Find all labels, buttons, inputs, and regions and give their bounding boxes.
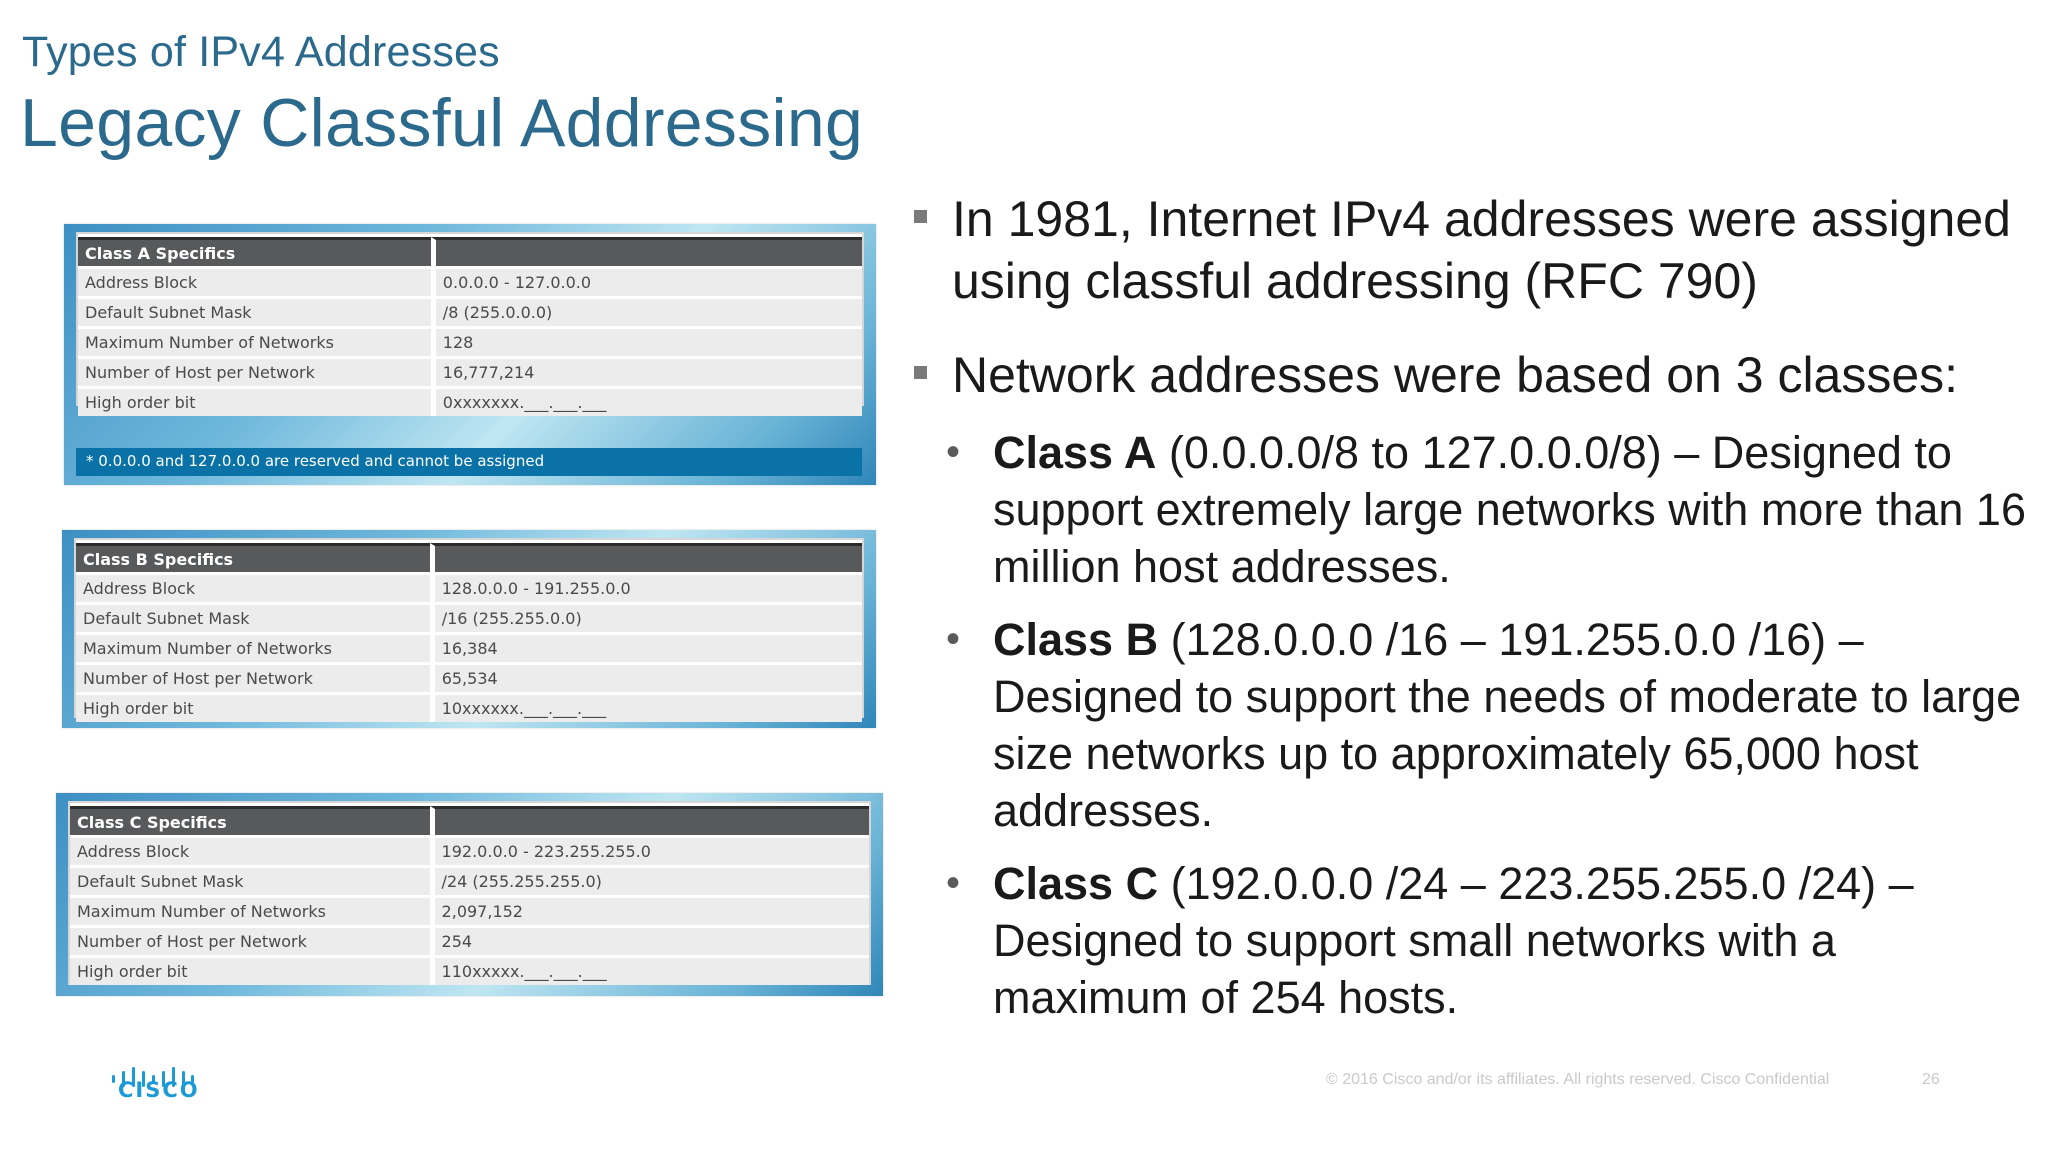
cisco-logo-icon [112, 1067, 194, 1087]
row-label: High order bit [76, 695, 430, 722]
row-value: /24 (255.255.255.0) [429, 868, 869, 895]
class-b-heading: Class B Specifics [76, 543, 430, 572]
row-value: 128.0.0.0 - 191.255.0.0 [429, 575, 862, 602]
row-label: Maximum Number of Networks [76, 635, 430, 662]
class-b-label: Class B [993, 614, 1159, 665]
copyright-footer: © 2016 Cisco and/or its affiliates. All … [1326, 1071, 1830, 1088]
slide-subtitle: Types of IPv4 Addresses [22, 28, 500, 76]
bullet-text: Network addresses were based on 3 classe… [952, 347, 1959, 403]
class-a-reserved-note: * 0.0.0.0 and 127.0.0.0 are reserved and… [76, 448, 862, 476]
row-label: Default Subnet Mask [76, 605, 430, 632]
row-value: 128 [430, 329, 862, 356]
class-c-text: (192.0.0.0 /24 – 223.255.255.0 /24) – De… [993, 858, 1914, 1023]
row-value: 110xxxxx.___.___.___ [429, 958, 869, 985]
bullet-list: In 1981, Internet IPv4 addresses were as… [910, 188, 2030, 1026]
row-label: High order bit [70, 958, 430, 985]
row-label: High order bit [78, 389, 431, 416]
bullet-class-c: • Class C (192.0.0.0 /24 – 223.255.255.0… [910, 855, 2030, 1026]
class-c-heading-blank [429, 806, 869, 835]
row-label: Address Block [70, 838, 430, 865]
table-row: Default Subnet Mask/24 (255.255.255.0) [70, 868, 869, 895]
row-value: 16,384 [429, 635, 862, 662]
row-value: /8 (255.0.0.0) [430, 299, 862, 326]
class-a-heading-blank [430, 237, 862, 266]
dot-bullet-icon: • [946, 617, 961, 661]
square-bullet-icon [914, 210, 927, 223]
bullet-text: In 1981, Internet IPv4 addresses were as… [952, 191, 2011, 309]
row-label: Maximum Number of Networks [70, 898, 430, 925]
row-label: Address Block [76, 575, 430, 602]
row-value: 192.0.0.0 - 223.255.255.0 [429, 838, 869, 865]
row-label: Default Subnet Mask [70, 868, 430, 895]
dot-bullet-icon: • [946, 861, 961, 905]
square-bullet-icon [914, 366, 927, 379]
row-value: 254 [429, 928, 869, 955]
bullet-class-a: • Class A (0.0.0.0/8 to 127.0.0.0/8) – D… [910, 424, 2030, 595]
row-value: 16,777,214 [430, 359, 862, 386]
cisco-logo-text: CISCO [118, 1078, 200, 1102]
table-row: Default Subnet Mask/16 (255.255.0.0) [76, 605, 862, 632]
row-label: Address Block [78, 269, 431, 296]
dot-bullet-icon: • [946, 430, 961, 474]
row-label: Number of Host per Network [78, 359, 431, 386]
row-value: 0.0.0.0 - 127.0.0.0 [430, 269, 862, 296]
row-value: 10xxxxxx.___.___.___ [429, 695, 862, 722]
table-row: Default Subnet Mask/8 (255.0.0.0) [78, 299, 862, 326]
row-value: 2,097,152 [429, 898, 869, 925]
bullet-1981: In 1981, Internet IPv4 addresses were as… [910, 188, 2030, 312]
slide-title: Legacy Classful Addressing [20, 85, 864, 161]
class-c-label: Class C [993, 858, 1159, 909]
class-a-heading: Class A Specifics [78, 237, 431, 266]
class-c-heading: Class C Specifics [70, 806, 430, 835]
class-a-label: Class A [993, 427, 1157, 478]
bullet-class-b: • Class B (128.0.0.0 /16 – 191.255.0.0 /… [910, 611, 2030, 839]
row-label: Default Subnet Mask [78, 299, 431, 326]
class-a-text: (0.0.0.0/8 to 127.0.0.0/8) – Designed to… [993, 427, 2026, 592]
row-value: /16 (255.255.0.0) [429, 605, 862, 632]
page-number: 26 [1922, 1071, 1940, 1088]
class-b-text: (128.0.0.0 /16 – 191.255.0.0 /16) – Desi… [993, 614, 2022, 836]
class-b-heading-blank [429, 543, 862, 572]
bullet-classes: Network addresses were based on 3 classe… [910, 344, 2030, 406]
row-label: Number of Host per Network [76, 665, 430, 692]
row-value: 65,534 [429, 665, 862, 692]
row-label: Number of Host per Network [70, 928, 430, 955]
row-value: 0xxxxxxx.___.___.___ [430, 389, 862, 416]
row-label: Maximum Number of Networks [78, 329, 431, 356]
